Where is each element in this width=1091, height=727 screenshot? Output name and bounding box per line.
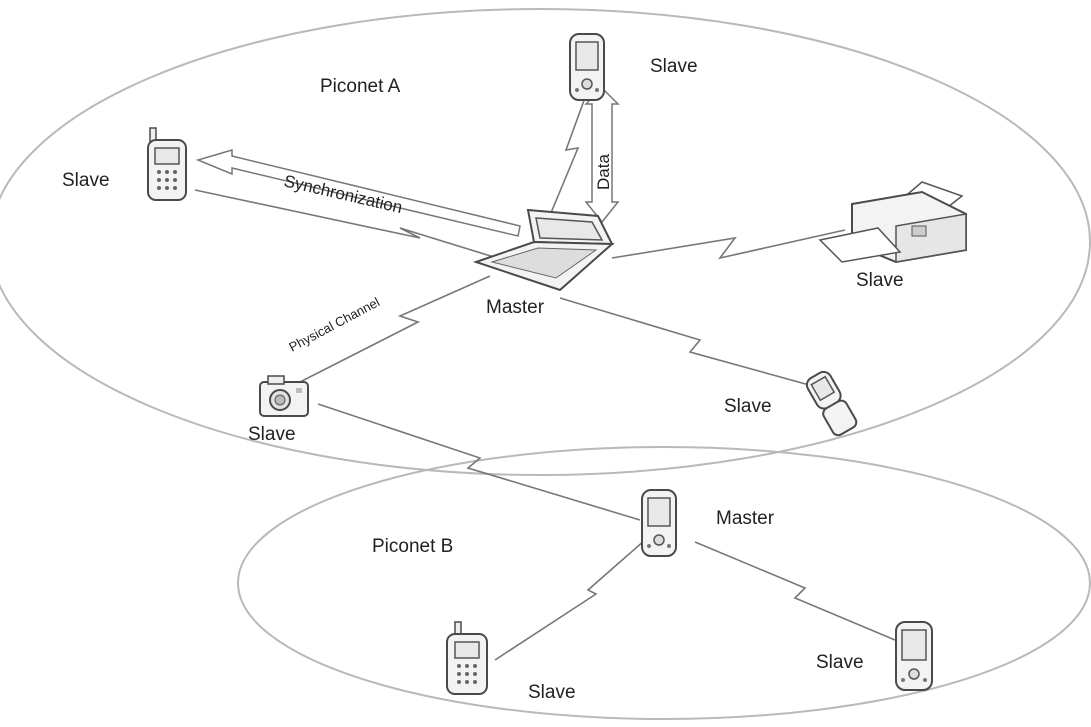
data-link: Data	[548, 88, 618, 222]
piconet-b-label: Piconet B	[372, 536, 453, 557]
slave-pda-bottom-right-label: Slave	[816, 652, 864, 673]
piconet-b-phone-radio-line	[495, 540, 645, 660]
master-a-label: Master	[486, 297, 545, 318]
pda-icon	[570, 34, 604, 100]
piconet-a-label: Piconet A	[320, 76, 401, 97]
pda-icon	[642, 490, 676, 556]
slave-flip-phone-label: Slave	[724, 396, 772, 417]
slave-camera-label: Slave	[248, 424, 296, 445]
printer-radio-line	[612, 230, 845, 258]
camera-icon	[260, 376, 308, 416]
mobile-phone-icon	[447, 622, 487, 694]
flip-phone-radio-line	[560, 298, 820, 388]
master-b-label: Master	[716, 508, 775, 529]
data-label: Data	[594, 154, 613, 190]
pda-radio-line	[548, 95, 586, 220]
slave-phone-bottom-label: Slave	[528, 682, 576, 703]
slave-phone-left-label: Slave	[62, 170, 110, 191]
slave-printer-label: Slave	[856, 270, 904, 291]
pda-icon	[896, 622, 932, 690]
physical-channel-label: Physical Channel	[286, 294, 382, 354]
piconet-b-pda-radio-line	[695, 542, 895, 640]
slave-top-pda-label: Slave	[650, 56, 698, 77]
sync-link: Synchronization	[195, 150, 520, 262]
bridge-radio-line	[318, 404, 640, 520]
printer-icon	[820, 182, 966, 262]
sync-label: Synchronization	[282, 171, 404, 217]
piconet-b-boundary	[238, 447, 1090, 719]
mobile-phone-icon	[148, 128, 186, 200]
flip-phone-icon	[804, 369, 859, 437]
